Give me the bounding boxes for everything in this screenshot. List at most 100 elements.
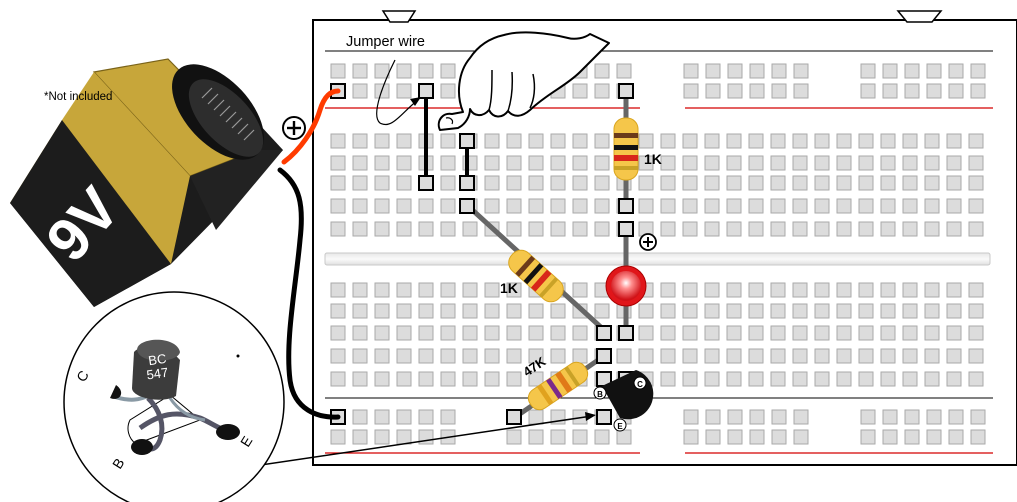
breadboard-hole (331, 326, 345, 340)
breadboard-hole (749, 283, 763, 297)
breadboard-hole (815, 372, 829, 386)
breadboard-hole (750, 410, 764, 424)
breadboard-hole (683, 304, 697, 318)
breadboard-hole (595, 430, 609, 444)
breadboard-hole (903, 222, 917, 236)
breadboard-hole (971, 410, 985, 424)
led-red (606, 266, 646, 306)
breadboard-hole (772, 84, 786, 98)
breadboard-hole (881, 326, 895, 340)
breadboard-hole (969, 283, 983, 297)
breadboard-hole (529, 326, 543, 340)
board-pin-b: B (597, 390, 603, 399)
breadboard-hole (903, 349, 917, 363)
breadboard-hole (859, 156, 873, 170)
breadboard-hole (927, 430, 941, 444)
breadboard-hole (639, 176, 653, 190)
breadboard-hole (661, 283, 675, 297)
breadboard-hole (331, 222, 345, 236)
breadboard-hole (661, 349, 675, 363)
breadboard-hole (639, 304, 653, 318)
breadboard-hole (925, 372, 939, 386)
breadboard-hole (375, 430, 389, 444)
breadboard-hole (507, 222, 521, 236)
breadboard-hole (706, 84, 720, 98)
breadboard-hole (617, 64, 631, 78)
breadboard-hole (375, 283, 389, 297)
breadboard-hole (375, 199, 389, 213)
breadboard-hole (507, 176, 521, 190)
breadboard-hole (749, 176, 763, 190)
breadboard-hole (969, 176, 983, 190)
breadboard-hole (573, 84, 587, 98)
breadboard-hole (772, 430, 786, 444)
breadboard-hole (419, 326, 433, 340)
breadboard-hole (771, 176, 785, 190)
breadboard-hole (837, 176, 851, 190)
breadboard-hole (419, 222, 433, 236)
breadboard-hole (794, 410, 808, 424)
breadboard-hole (397, 134, 411, 148)
breadboard-hole (750, 64, 764, 78)
breadboard-hole (903, 199, 917, 213)
breadboard-hole (441, 84, 455, 98)
breadboard-hole (859, 326, 873, 340)
breadboard-hole (529, 430, 543, 444)
breadboard-hole (595, 156, 609, 170)
breadboard-hole (485, 156, 499, 170)
breadboard-hole (485, 372, 499, 386)
breadboard-hole (727, 222, 741, 236)
breadboard-hole (573, 199, 587, 213)
breadboard-hole (883, 410, 897, 424)
breadboard-hole (397, 64, 411, 78)
breadboard-hole (441, 372, 455, 386)
transistor-label-line2: 547 (146, 365, 170, 383)
breadboard-hole (861, 430, 875, 444)
breadboard-hole (947, 326, 961, 340)
breadboard-hole (749, 222, 763, 236)
breadboard-hole (947, 304, 961, 318)
breadboard-hole (639, 199, 653, 213)
breadboard-hole (397, 222, 411, 236)
breadboard-hole (771, 283, 785, 297)
npn-transistor-icon (64, 292, 284, 502)
breadboard-hole (881, 349, 895, 363)
breadboard-hole (485, 326, 499, 340)
breadboard-hole (551, 304, 565, 318)
breadboard-hole (749, 349, 763, 363)
breadboard-hole (969, 304, 983, 318)
breadboard-hole (861, 64, 875, 78)
breadboard-hole (859, 199, 873, 213)
breadboard-hole (837, 283, 851, 297)
breadboard-hole (661, 176, 675, 190)
breadboard-hole (837, 372, 851, 386)
breadboard-hole (507, 134, 521, 148)
breadboard-hole (353, 156, 367, 170)
breadboard-hole (551, 156, 565, 170)
breadboard-hole (793, 326, 807, 340)
breadboard-hole (397, 349, 411, 363)
breadboard-hole (573, 349, 587, 363)
breadboard-hole (837, 134, 851, 148)
breadboard-hole (727, 283, 741, 297)
breadboard-hole (947, 156, 961, 170)
breadboard-hole (375, 156, 389, 170)
breadboard-hole (573, 134, 587, 148)
breadboard-hole (507, 199, 521, 213)
breadboard-hole (331, 372, 345, 386)
breadboard-hole (595, 199, 609, 213)
breadboard-hole (793, 283, 807, 297)
breadboard-hole (551, 349, 565, 363)
breadboard-hole (881, 199, 895, 213)
breadboard-hole (728, 410, 742, 424)
breadboard-hole (353, 326, 367, 340)
breadboard-hole (727, 372, 741, 386)
breadboard-hole (881, 176, 895, 190)
breadboard-hole (463, 326, 477, 340)
breadboard-hole (706, 430, 720, 444)
breadboard-hole (859, 134, 873, 148)
breadboard-hole (750, 84, 764, 98)
breadboard-hole (771, 372, 785, 386)
breadboard-hole (551, 134, 565, 148)
breadboard-hole (925, 222, 939, 236)
